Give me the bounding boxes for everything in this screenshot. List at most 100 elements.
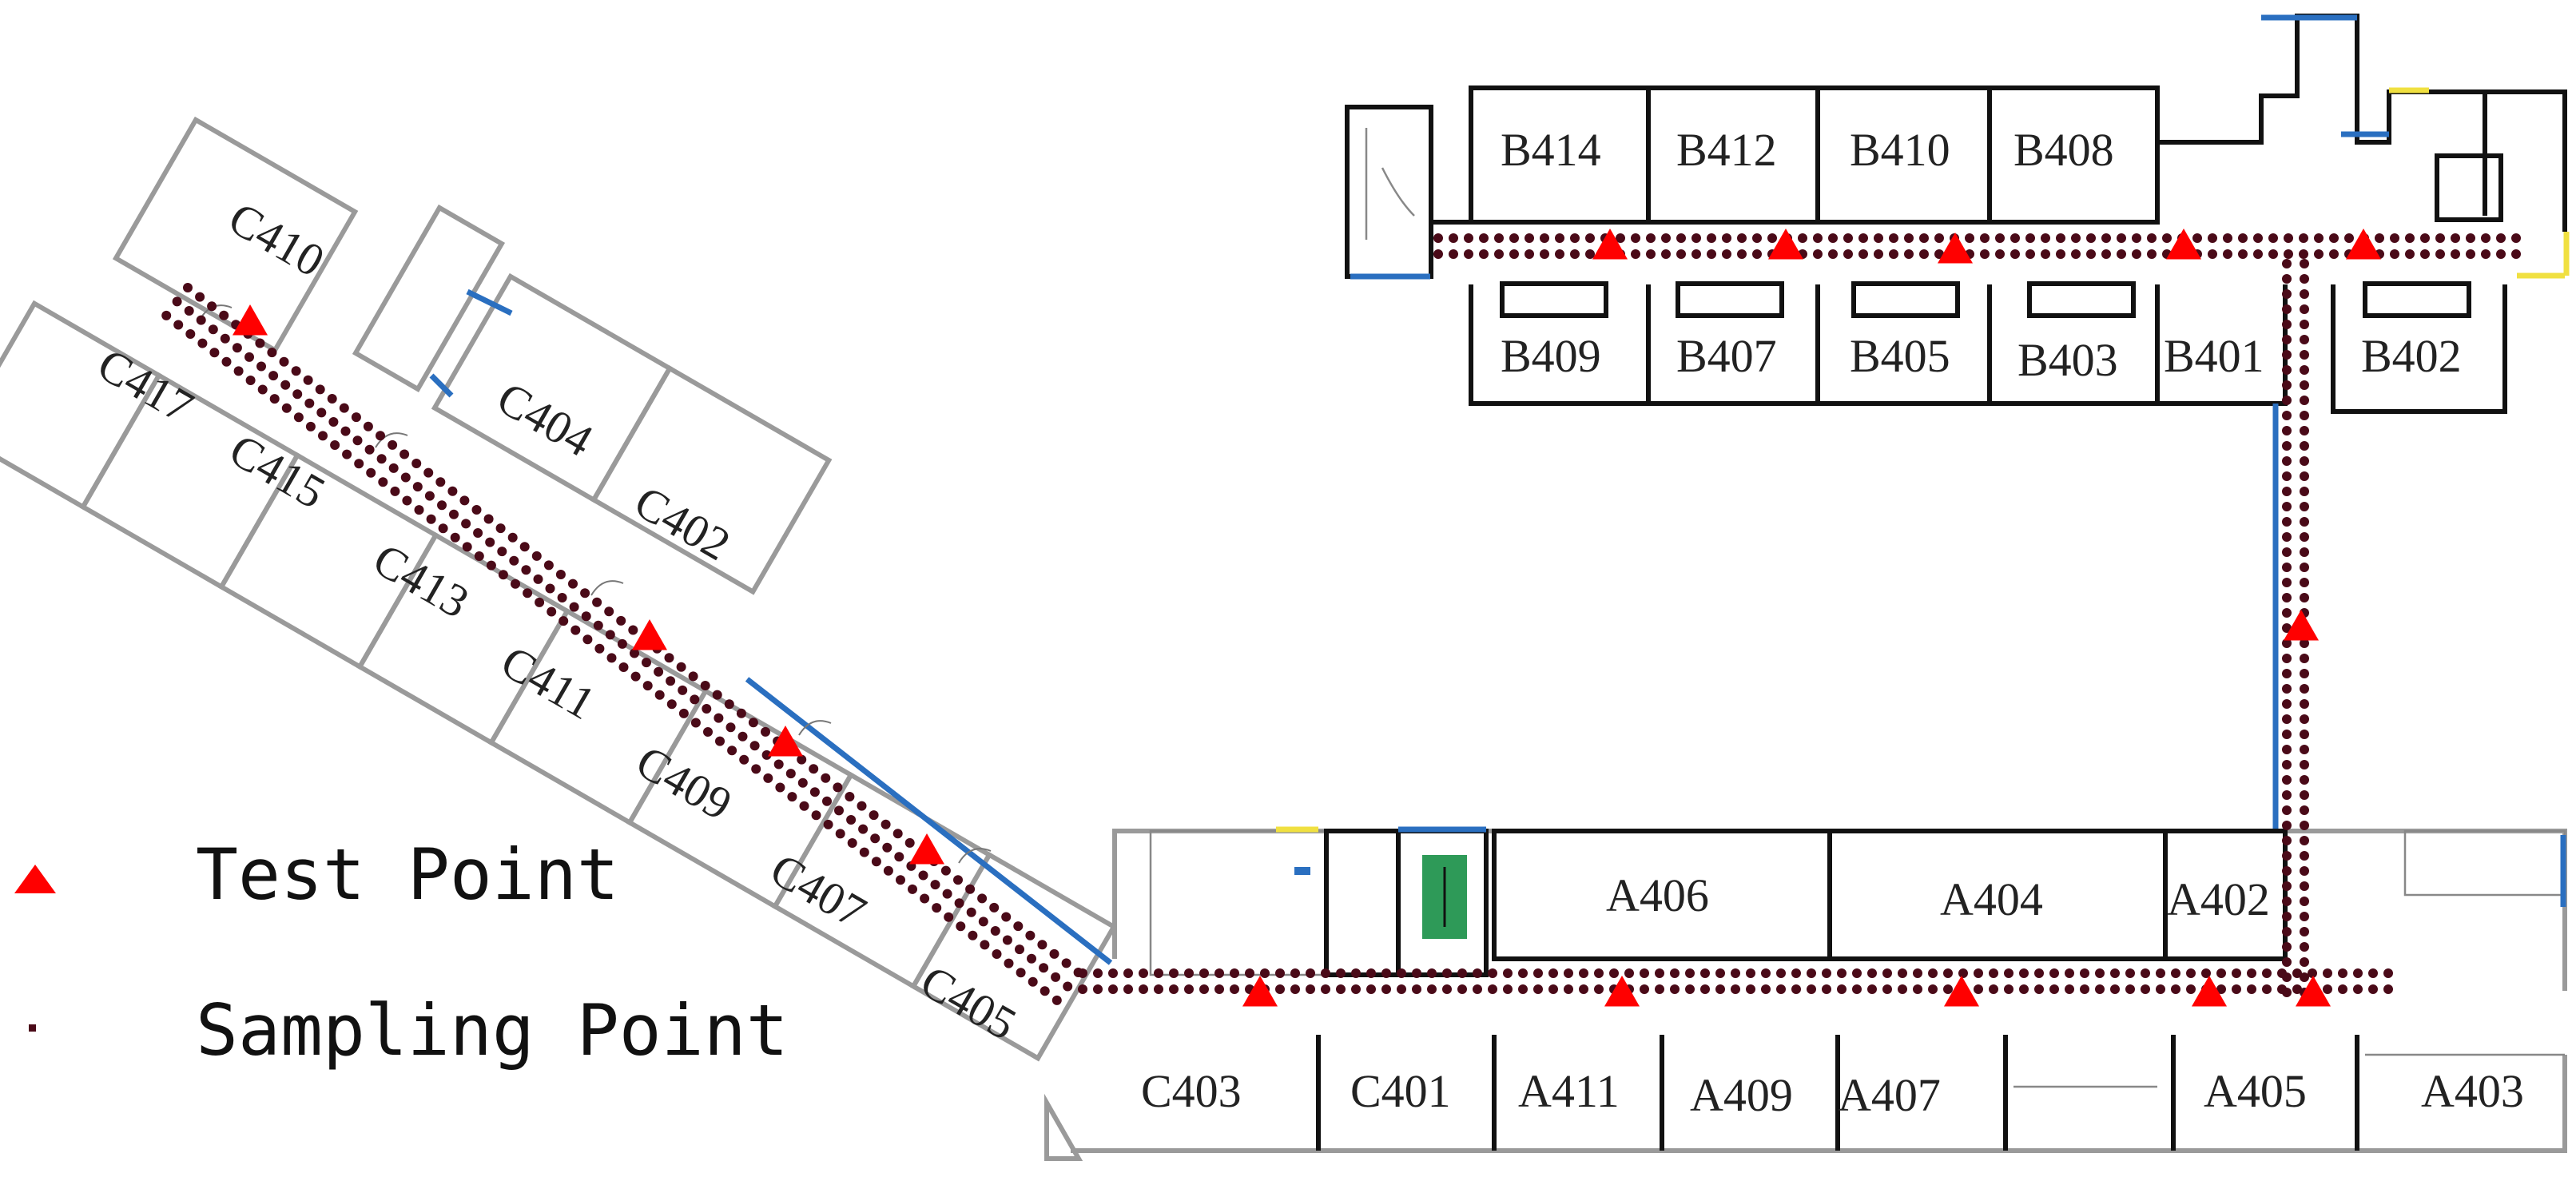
sampling-point bbox=[1108, 984, 1118, 994]
sampling-point bbox=[376, 454, 387, 464]
sampling-point bbox=[2300, 821, 2309, 830]
sampling-point bbox=[883, 865, 893, 876]
sampling-point bbox=[2300, 714, 2309, 724]
legend-test-point-marker bbox=[14, 865, 56, 893]
sampling-point bbox=[2282, 593, 2292, 602]
sampling-point bbox=[2282, 957, 2292, 967]
sampling-point bbox=[2451, 249, 2460, 259]
sampling-point bbox=[1169, 984, 1179, 994]
sampling-point bbox=[2004, 984, 2013, 994]
sampling-point bbox=[968, 930, 978, 940]
sampling-point bbox=[1199, 984, 1209, 994]
sampling-point bbox=[871, 857, 881, 867]
sampling-point bbox=[2511, 233, 2521, 243]
sampling-point bbox=[2071, 249, 2081, 259]
sampling-point bbox=[2117, 233, 2126, 243]
sampling-point bbox=[2282, 471, 2292, 481]
sampling-points-layer bbox=[161, 233, 2521, 1005]
sampling-point bbox=[2282, 608, 2292, 618]
sampling-point bbox=[2300, 897, 2309, 906]
sampling-point bbox=[688, 671, 698, 682]
sampling-point bbox=[1457, 984, 1467, 994]
sampling-point bbox=[664, 653, 674, 663]
sampling-point bbox=[330, 440, 340, 450]
sampling-point bbox=[1646, 233, 1656, 243]
sampling-point bbox=[2300, 730, 2309, 739]
legend-sampling-point-label: Sampling Point bbox=[196, 989, 789, 1072]
sampling-point bbox=[821, 773, 831, 783]
sampling-point bbox=[1974, 984, 1983, 994]
sampling-point bbox=[1874, 249, 1883, 259]
sampling-point bbox=[1843, 233, 1853, 243]
sampling-point bbox=[2282, 547, 2292, 557]
sampling-point bbox=[1776, 968, 1786, 978]
sampling-point bbox=[2282, 411, 2292, 420]
sampling-point bbox=[2481, 233, 2491, 243]
sampling-point bbox=[1473, 968, 1482, 978]
sampling-point bbox=[977, 893, 988, 904]
sampling-point bbox=[1412, 968, 1421, 978]
sampling-point bbox=[2282, 350, 2292, 360]
sampling-point bbox=[495, 523, 506, 534]
sampling-point bbox=[980, 940, 990, 950]
sampling-point bbox=[2300, 745, 2309, 754]
legend-sampling-point-marker bbox=[29, 1024, 36, 1032]
sampling-point bbox=[954, 898, 964, 909]
test-point bbox=[233, 304, 268, 336]
sampling-point bbox=[2300, 456, 2309, 466]
sampling-point bbox=[2300, 396, 2309, 405]
test-point bbox=[1938, 233, 1973, 264]
sampling-point bbox=[2201, 968, 2211, 978]
sampling-point bbox=[1646, 249, 1656, 259]
sampling-point bbox=[2282, 730, 2292, 739]
sampling-point bbox=[2405, 233, 2415, 243]
sampling-point bbox=[2368, 984, 2378, 994]
sampling-point bbox=[279, 356, 289, 367]
sampling-point bbox=[1442, 968, 1452, 978]
sampling-point bbox=[1852, 984, 1862, 994]
sampling-point bbox=[281, 403, 292, 413]
sampling-point bbox=[555, 570, 566, 579]
sampling-point bbox=[1691, 233, 1701, 243]
sampling-point bbox=[486, 560, 496, 571]
sampling-point bbox=[2300, 866, 2309, 876]
sampling-point bbox=[1037, 940, 1047, 950]
sampling-point bbox=[1464, 249, 1473, 259]
sampling-point bbox=[304, 398, 315, 408]
sampling-point bbox=[748, 718, 758, 728]
sampling-point bbox=[2277, 968, 2287, 978]
sampling-point bbox=[2132, 249, 2141, 259]
sampling-point bbox=[1139, 984, 1148, 994]
sampling-point bbox=[1533, 968, 1543, 978]
sampling-point bbox=[2300, 274, 2309, 284]
sampling-point bbox=[690, 694, 700, 705]
sampling-point bbox=[305, 421, 316, 431]
sampling-point bbox=[2300, 320, 2309, 329]
sampling-point bbox=[462, 542, 472, 552]
sampling-point bbox=[1275, 968, 1285, 978]
sampling-point bbox=[2095, 968, 2105, 978]
sampling-point bbox=[714, 713, 724, 723]
sampling-point bbox=[2300, 942, 2309, 952]
sampling-point bbox=[535, 597, 545, 607]
sampling-point bbox=[1503, 984, 1513, 994]
sampling-point bbox=[547, 606, 557, 617]
sampling-point bbox=[1051, 972, 1061, 982]
sampling-point bbox=[1874, 233, 1883, 243]
sampling-point bbox=[703, 727, 713, 737]
sampling-point bbox=[2282, 851, 2292, 861]
sampling-point bbox=[2253, 233, 2263, 243]
sampling-point bbox=[763, 773, 773, 783]
sampling-point bbox=[1913, 984, 1922, 994]
sampling-point bbox=[616, 615, 626, 626]
sampling-point bbox=[835, 829, 845, 839]
room-label-b407: B407 bbox=[1676, 330, 1777, 382]
sampling-point bbox=[1154, 984, 1163, 994]
sampling-point bbox=[1640, 984, 1649, 994]
sampling-point bbox=[1555, 249, 1564, 259]
sampling-point bbox=[1579, 984, 1588, 994]
sampling-point bbox=[1397, 968, 1406, 978]
sampling-point bbox=[400, 472, 411, 483]
sampling-point bbox=[1752, 233, 1762, 243]
sampling-point bbox=[2390, 249, 2399, 259]
